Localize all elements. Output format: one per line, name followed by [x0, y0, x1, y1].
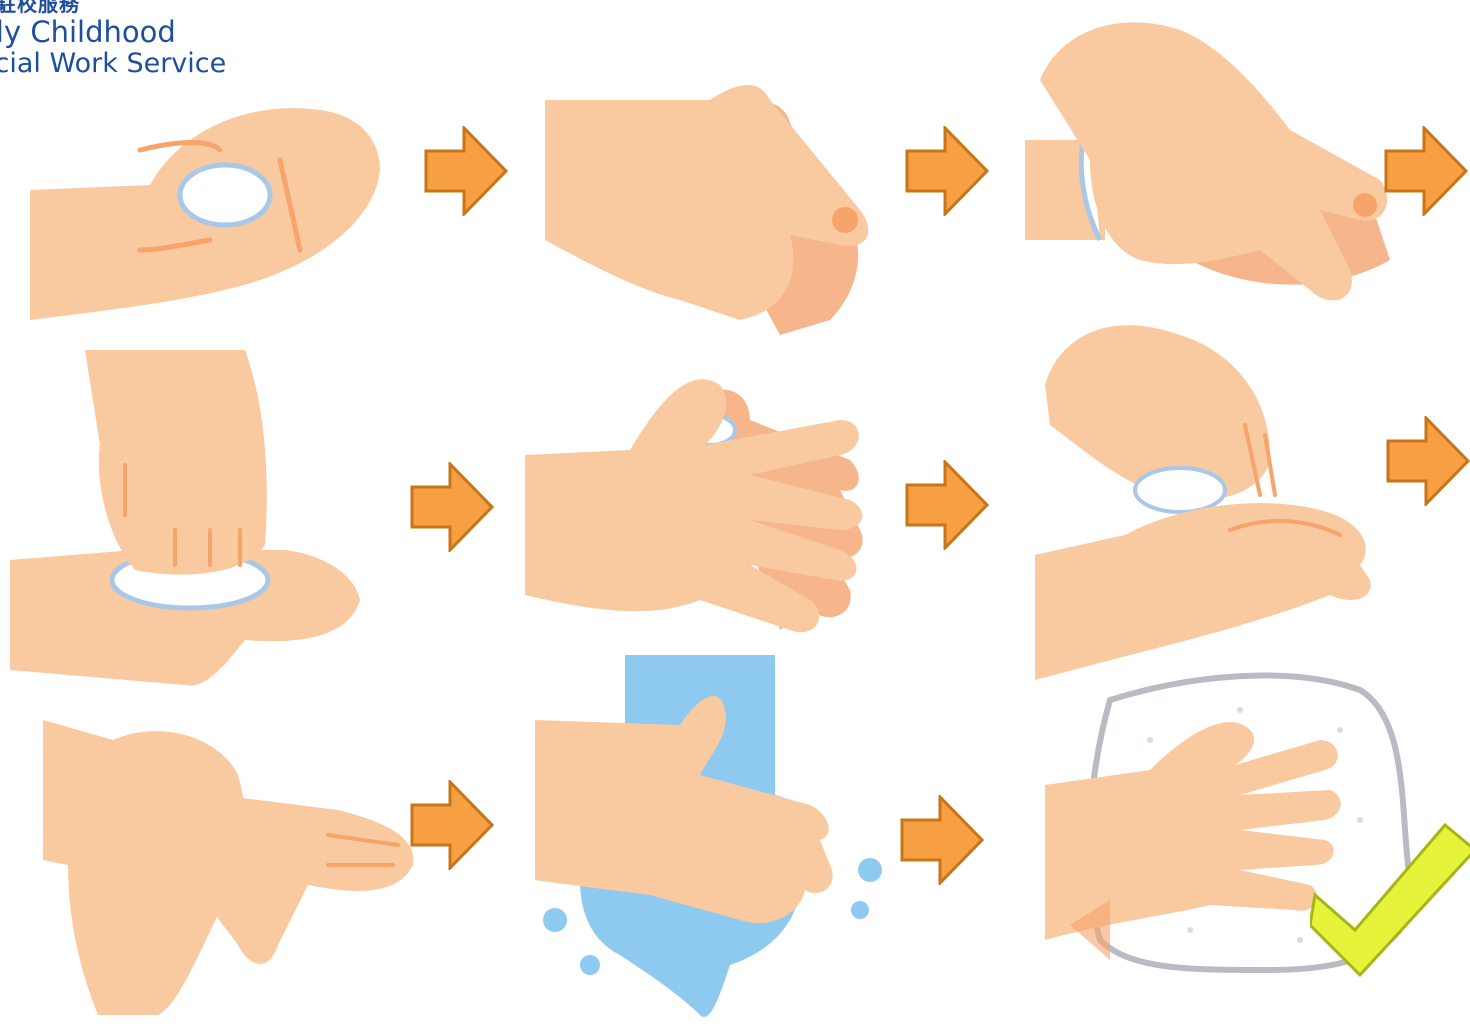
step-4-fingertips-in-palm [5, 345, 365, 690]
arrow-icon [410, 780, 494, 870]
step-9-dry-with-towel [1040, 670, 1470, 990]
step-1-soap-in-palm [20, 90, 390, 335]
logo: 駐校服務 rly Childhood ocial Work Service [0, 0, 226, 77]
fingers-rub-icon [1020, 10, 1400, 315]
step-7-rub-wrists [38, 715, 418, 1015]
arrow-icon [900, 795, 984, 885]
arrow-icon [905, 126, 989, 216]
palm-with-soap-icon [20, 90, 390, 335]
step-6-rub-thumbs [1030, 315, 1380, 685]
step-5-interlace-fingers [520, 360, 875, 650]
wrist-rub-icon [38, 715, 418, 1015]
logo-chinese-text: 駐校服務 [0, 0, 226, 16]
rinse-water-icon [530, 655, 900, 1025]
arrow-icon [1386, 416, 1470, 506]
arrow-icon [424, 126, 508, 216]
fingertips-palm-icon [5, 345, 365, 690]
step-8-rinse [530, 655, 900, 1025]
logo-line-early-childhood: rly Childhood [0, 18, 226, 47]
arrow-icon [410, 462, 494, 552]
arrow-icon [905, 460, 989, 550]
checkmark-icon [1310, 820, 1470, 980]
logo-line-social-work: ocial Work Service [0, 50, 226, 77]
interlaced-fingers-icon [520, 360, 875, 650]
step-3-rub-fingers [1020, 10, 1400, 315]
hand-back-rub-icon [540, 70, 880, 350]
arrow-icon [1384, 126, 1468, 216]
thumb-rub-icon [1030, 315, 1380, 685]
step-2-rub-back-of-hand [540, 70, 880, 350]
